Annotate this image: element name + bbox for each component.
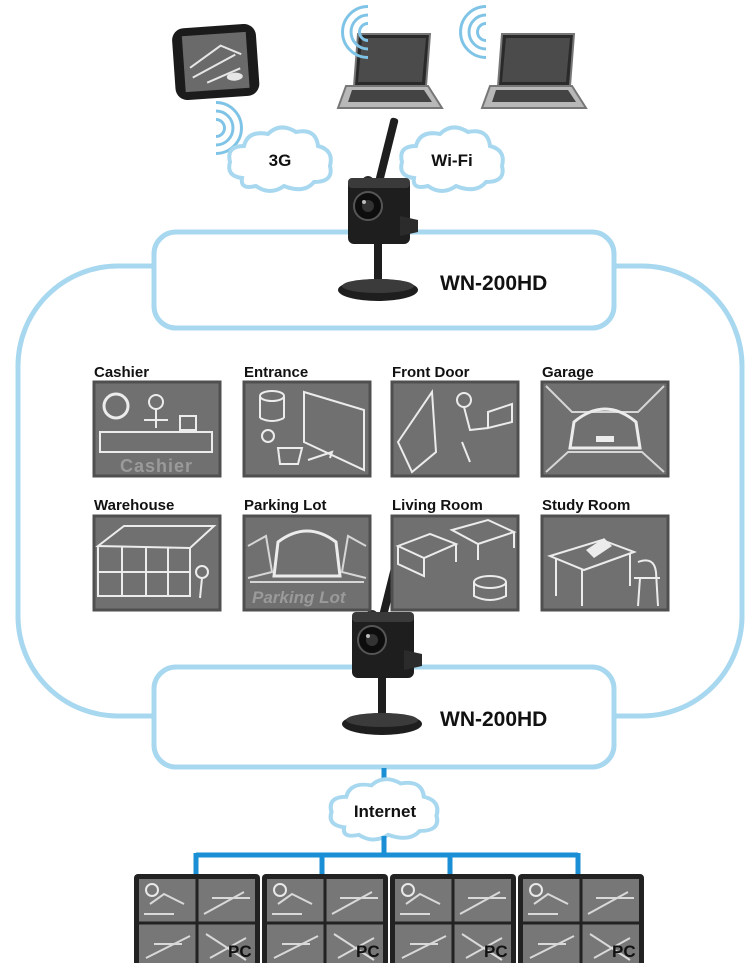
cloud-internet-label: Internet	[353, 802, 417, 821]
pc-label: PC	[228, 942, 252, 961]
laptop-icon	[337, 33, 443, 109]
scene-panel-warehouse	[92, 514, 222, 612]
parking-lot-caption: Parking Lot	[252, 588, 346, 607]
scene-panel-study-room	[540, 514, 670, 612]
scene-panel-parking-lot	[242, 514, 372, 612]
bottom-camera-model: WN-200HD	[440, 708, 548, 731]
scene-panel-living-room	[390, 514, 520, 612]
scene-label-entrance: Entrance	[244, 364, 309, 381]
scene-label-living-room: Living Room	[392, 497, 483, 514]
scene-panel-cashier	[92, 380, 222, 478]
scene-label-warehouse: Warehouse	[94, 497, 175, 514]
laptop-icon	[481, 33, 587, 109]
cloud-wifi-label: Wi-Fi	[431, 151, 473, 170]
pc-label: PC	[484, 942, 508, 961]
scene-label-garage: Garage	[542, 364, 594, 381]
scene-label-cashier: Cashier	[94, 364, 150, 381]
pc-label: PC	[612, 942, 636, 961]
cloud-3g-label: 3G	[268, 151, 292, 170]
smartphone-icon	[172, 23, 260, 101]
scene-panel-front-door	[390, 380, 520, 478]
pc-label: PC	[356, 942, 380, 961]
scene-label-parking-lot: Parking Lot	[244, 497, 327, 514]
scene-label-front-door: Front Door	[392, 364, 470, 381]
scene-panel-entrance	[242, 380, 372, 478]
top-camera-model: WN-200HD	[440, 272, 548, 295]
scene-panel-garage	[540, 380, 670, 478]
scene-label-study-room: Study Room	[542, 497, 631, 514]
cashier-caption: Cashier	[120, 456, 194, 476]
